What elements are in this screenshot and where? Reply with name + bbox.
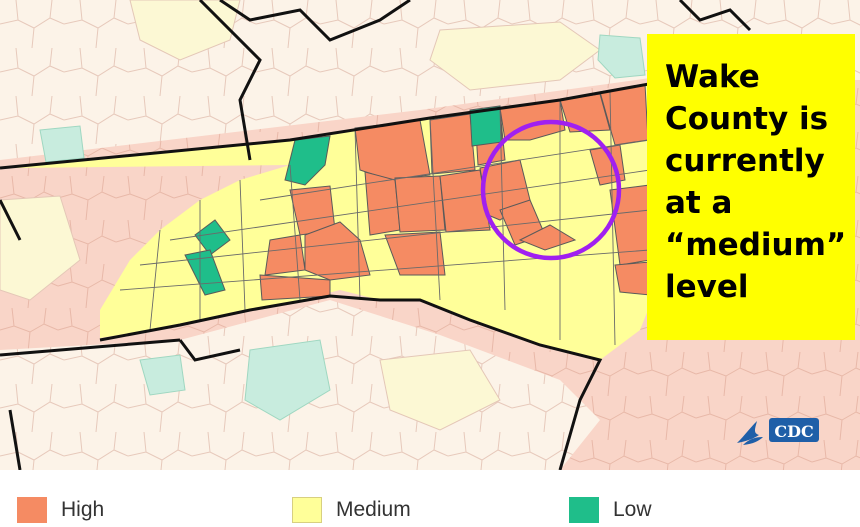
cdc-logo-text: CDC [774, 422, 813, 441]
callout-line: level [665, 269, 749, 305]
faded-medium-patch [129, 0, 241, 61]
legend-swatch-high [17, 497, 47, 523]
faded-low-patch [597, 34, 646, 79]
faded-low-patch [244, 339, 331, 421]
faded-low-patch [139, 354, 186, 396]
legend-swatch-medium [292, 497, 322, 523]
legend-item-high: High [17, 497, 104, 523]
faded-medium-patch [429, 21, 601, 91]
faded-low-patch [39, 125, 85, 163]
low-level-counties [184, 105, 503, 296]
state-boundaries [0, 0, 752, 470]
callout-line: at a [665, 185, 733, 221]
faded-medium-patch [379, 349, 501, 431]
callout-line: currently [665, 143, 825, 179]
legend-swatch-low [569, 497, 599, 523]
callout-line: “medium” [665, 227, 847, 263]
wake-county-highlight-ring [480, 119, 622, 261]
legend-label-low: Low [613, 498, 652, 521]
legend-label-medium: Medium [336, 498, 411, 521]
callout-line: Wake [665, 59, 760, 95]
cdc-eagle-icon [737, 421, 763, 445]
legend-item-low: Low [569, 497, 652, 523]
high-level-counties [259, 83, 651, 301]
cdc-logo: CDC [737, 418, 819, 445]
county-boundaries [119, 91, 651, 346]
faded-medium-patch [0, 195, 81, 301]
legend-item-medium: Medium [292, 497, 411, 523]
wake-county-callout: Wake County is currently at a “medium” l… [647, 34, 855, 340]
callout-line: County is [665, 101, 829, 137]
legend-label-high: High [61, 498, 105, 521]
